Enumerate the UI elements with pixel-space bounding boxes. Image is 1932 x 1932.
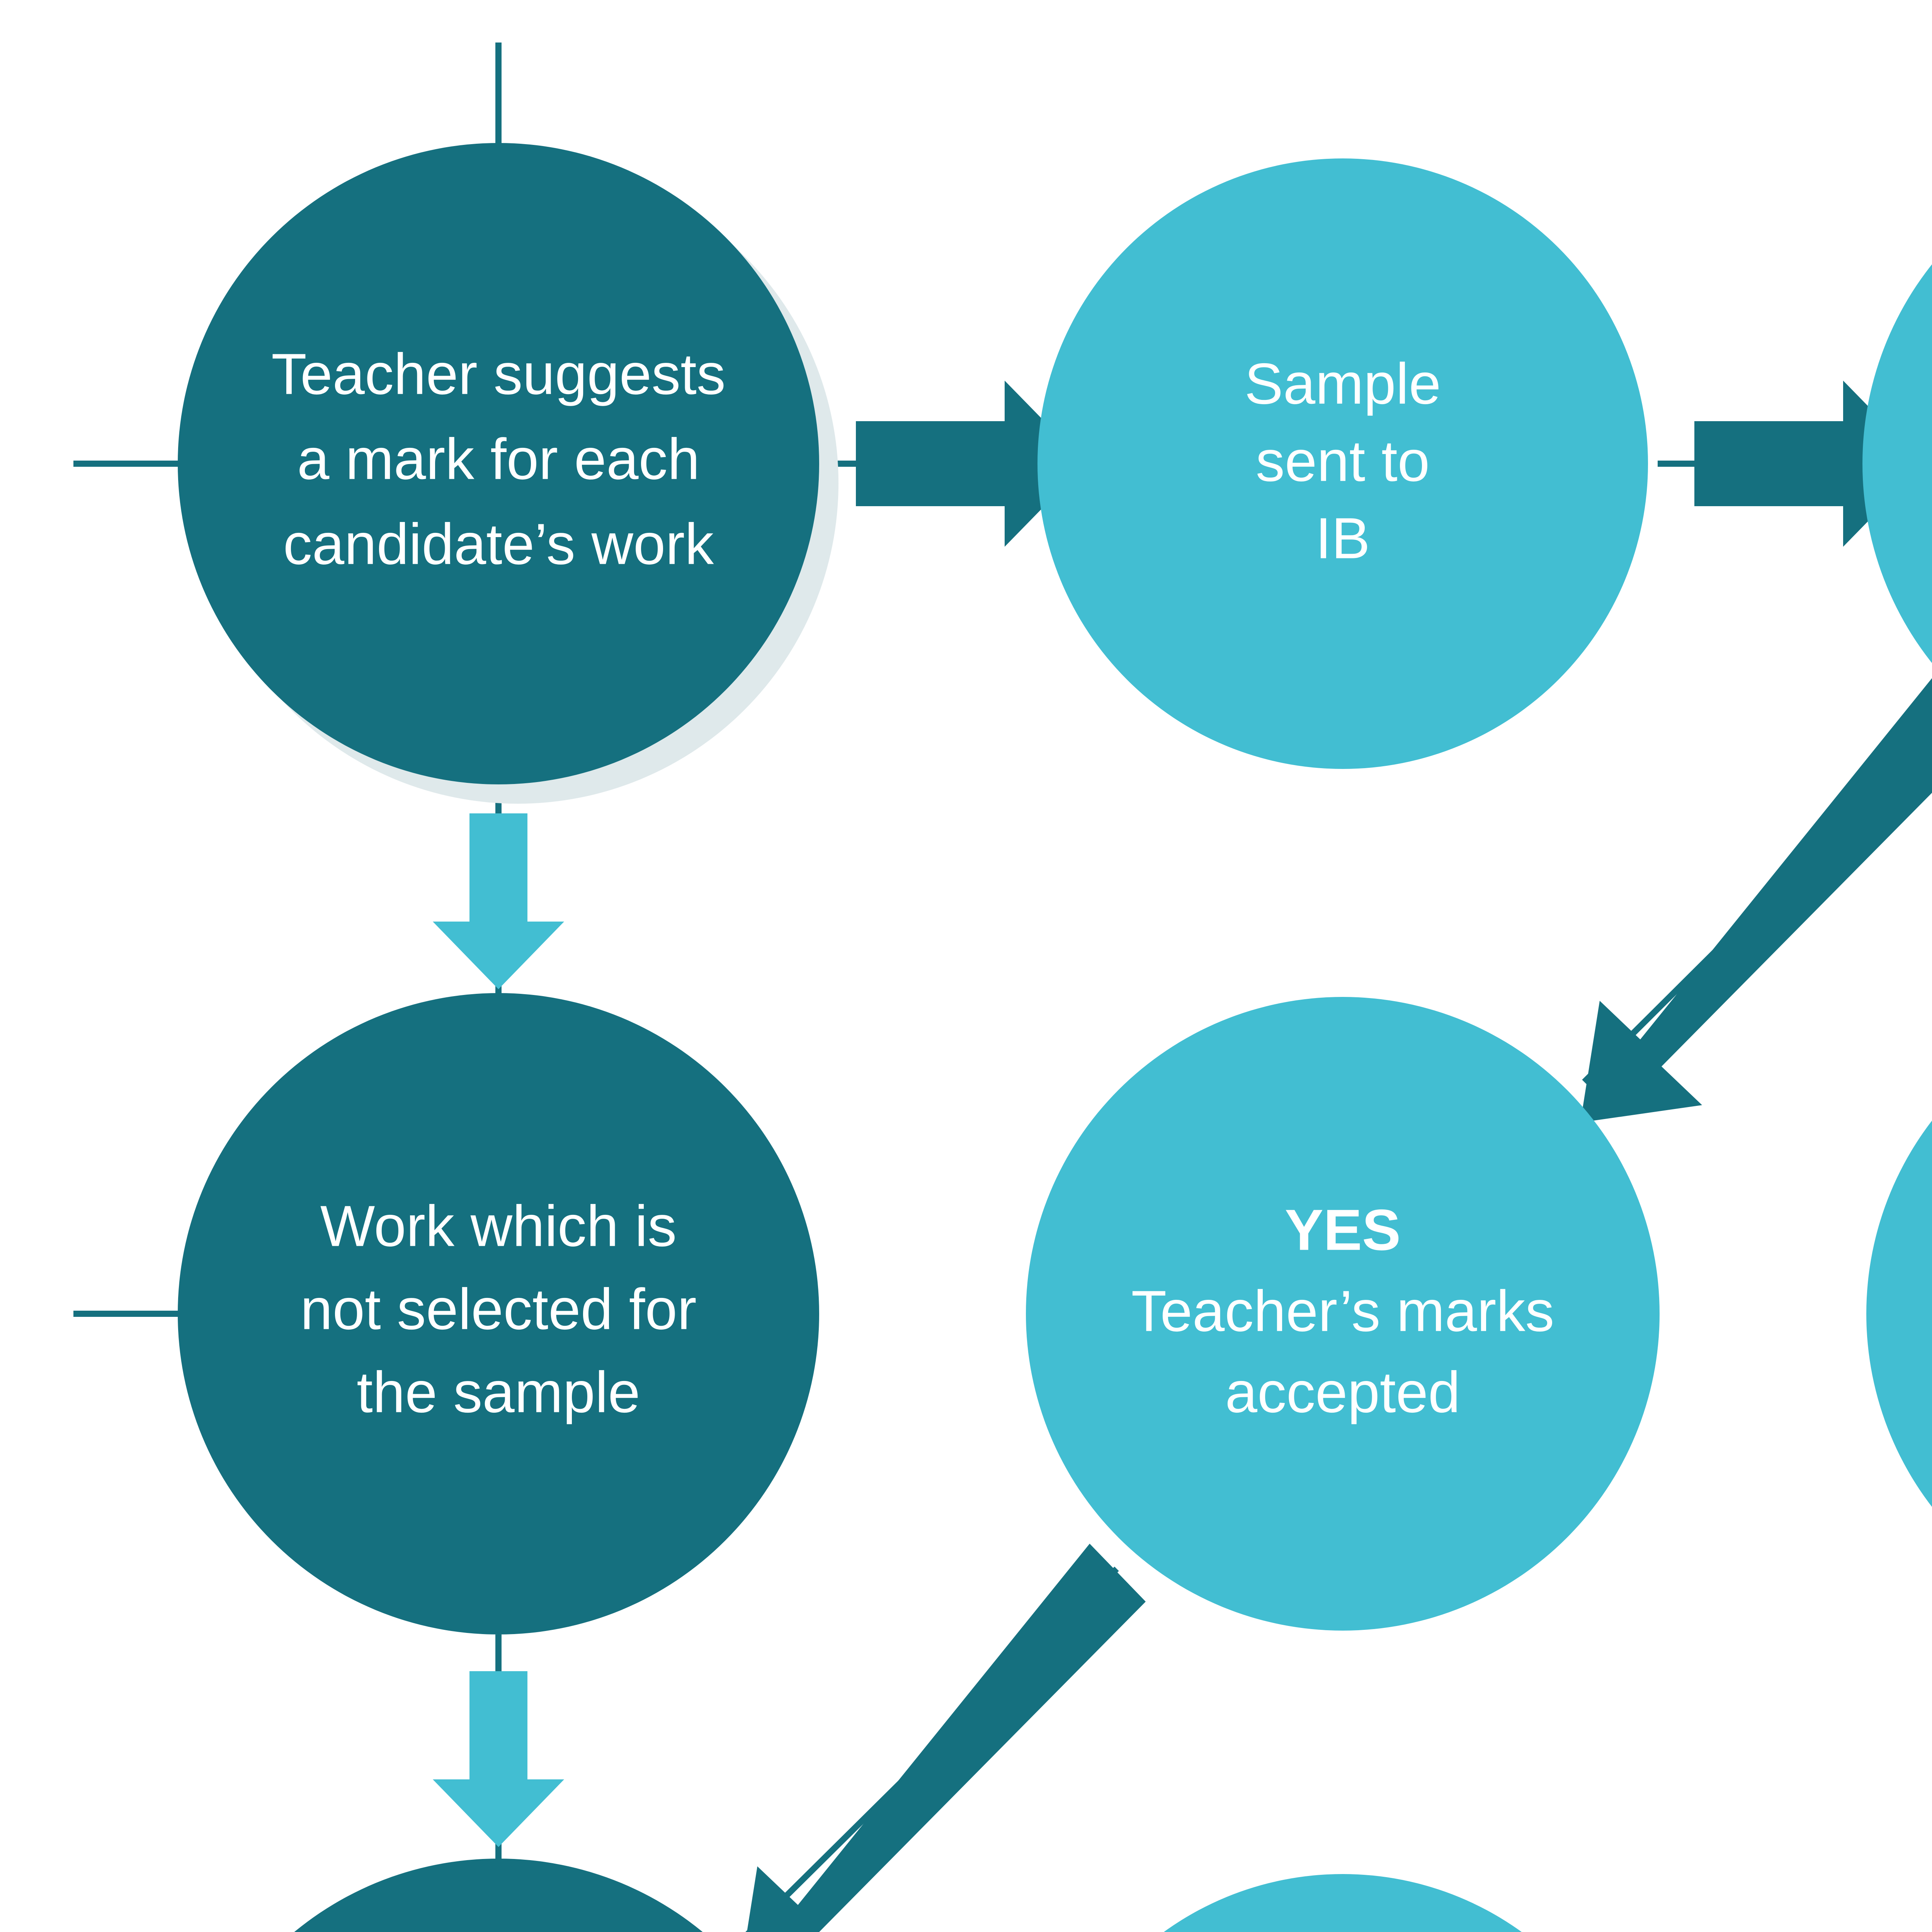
node-line-emphasis: YES	[1285, 1197, 1401, 1262]
node-no-further-work-sampled[interactable]: NO Further work sampled	[1866, 997, 1932, 1631]
node-line: Work which is	[320, 1194, 677, 1259]
connector-teacher-to-sample	[856, 381, 1086, 547]
node-sample-sent-to-ib[interactable]: Sample sent to IB	[1037, 158, 1648, 769]
node-line: sample of teacher’s	[1931, 403, 1932, 468]
node-line: Sample	[1245, 351, 1441, 416]
node-line: IB	[1315, 506, 1370, 571]
node-circle[interactable]	[178, 1859, 819, 1932]
connector-question-to-yes	[1580, 678, 1932, 1122]
node-circle[interactable]	[178, 143, 819, 784]
node-moderation-factor-calculated[interactable]: Moderation factor calculated	[1862, 1859, 1932, 1932]
node-line: a mark for each	[297, 427, 700, 492]
node-teacher-suggests-mark[interactable]: Teacher suggests a mark for each candida…	[178, 143, 819, 784]
node-circle[interactable]	[1037, 158, 1648, 769]
node-circle[interactable]	[1026, 997, 1660, 1631]
node-circle[interactable]	[1862, 143, 1932, 784]
node-line: not selected for	[300, 1277, 697, 1342]
node-circle[interactable]	[1862, 1859, 1932, 1932]
node-finalized-student-marks[interactable]: Finalized student marks used to award gr…	[178, 1859, 819, 1932]
node-work-not-selected[interactable]: Work which is not selected for the sampl…	[178, 993, 819, 1634]
node-yes-marks-accepted[interactable]: YES Teacher’s marks accepted	[1026, 997, 1660, 1631]
node-line: accepted	[1225, 1360, 1461, 1425]
node-circle[interactable]	[1037, 1874, 1648, 1932]
connector-yes-to-finalized	[747, 1544, 1146, 1932]
node-line: candidate’s work	[283, 512, 714, 577]
connector-work-to-finalized	[433, 1671, 564, 1847]
node-circle[interactable]	[178, 993, 819, 1634]
node-line: sent to	[1256, 429, 1430, 493]
node-line: Teacher’s marks	[1131, 1279, 1554, 1344]
node-circle[interactable]	[1866, 997, 1932, 1631]
node-line: the sample	[357, 1360, 640, 1425]
node-teachers-marks-adjusted[interactable]: Teacher’s marks adjusted	[1037, 1874, 1648, 1932]
node-within-tolerance-question[interactable]: Are the initial sample of teacher’s mark…	[1862, 143, 1932, 784]
node-line: Teacher suggests	[271, 342, 726, 406]
connector-teacher-to-work-not-selected	[433, 813, 564, 989]
